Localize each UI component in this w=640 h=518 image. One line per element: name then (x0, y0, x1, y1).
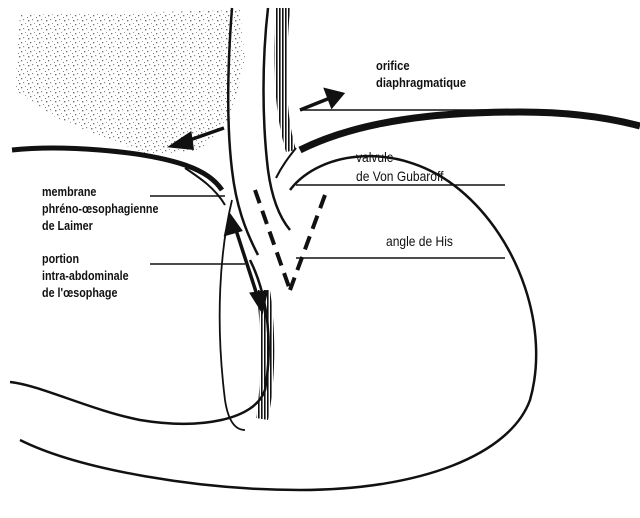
label-valvule-line1: valvule (356, 148, 443, 167)
label-angle-his: angle de His (386, 232, 453, 251)
label-membrane-line1: membrane (42, 184, 158, 201)
stomach-inner-line (220, 200, 245, 430)
label-valvule: valvule de Von Gubaroff (356, 148, 443, 186)
label-orifice-line1: orifice (376, 57, 466, 74)
diaphragm-right (300, 112, 640, 150)
label-portion-line1: portion (42, 251, 129, 268)
label-orifice-line2: diaphragmatique (376, 74, 466, 91)
stomach-hatched-wall (256, 290, 274, 420)
esophagus-hatched-band (274, 8, 296, 152)
label-portion-line2: intra-abdominale (42, 268, 129, 285)
label-membrane-line2: phréno-œsophagienne (42, 201, 158, 218)
label-orifice: orifice diaphragmatique (376, 57, 466, 91)
angle-his-dashed (255, 190, 325, 290)
label-portion-line3: de l'œsophage (42, 285, 129, 302)
label-membrane-line3: de Laimer (42, 218, 158, 235)
label-membrane: membrane phréno-œsophagienne de Laimer (42, 184, 158, 235)
label-portion: portion intra-abdominale de l'œsophage (42, 251, 129, 302)
label-valvule-line2: de Von Gubaroff (356, 167, 443, 186)
membrane-attachment-right (276, 148, 296, 178)
